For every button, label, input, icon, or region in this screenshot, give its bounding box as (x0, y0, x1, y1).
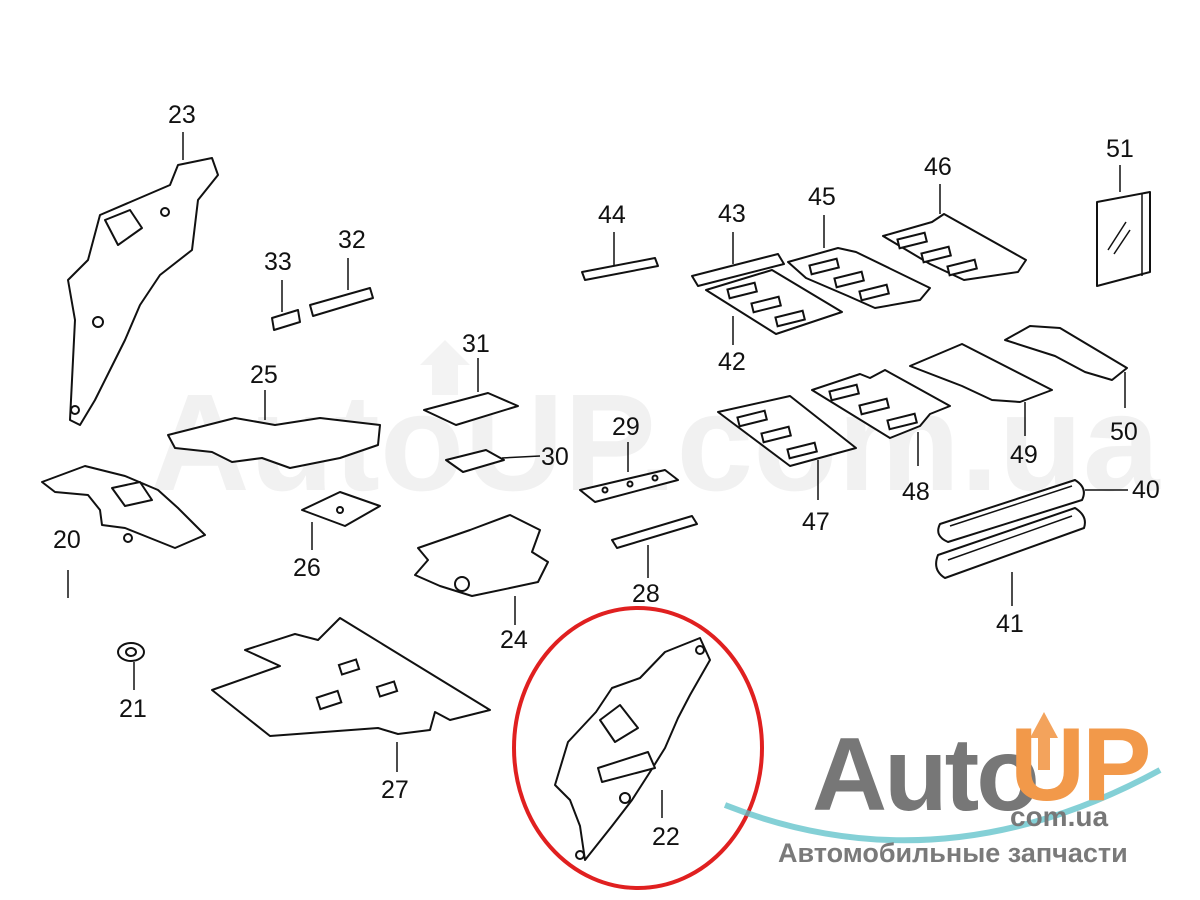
part-number-26: 26 (293, 554, 321, 582)
part-number-49: 49 (1010, 441, 1038, 469)
part-number-22: 22 (652, 823, 680, 851)
swoosh-icon (723, 767, 1162, 844)
part-46[interactable]: 46 (882, 153, 1027, 281)
part-47[interactable]: 47 (717, 395, 857, 536)
part-20[interactable]: 20 (41, 465, 206, 598)
part-number-20: 20 (53, 526, 81, 554)
part-number-32: 32 (338, 226, 366, 254)
part-43[interactable]: 43 (691, 200, 785, 287)
part-49[interactable]: 49 (909, 343, 1053, 469)
part-number-41: 41 (996, 610, 1024, 638)
part-27[interactable]: 27 (211, 617, 491, 804)
part-number-44: 44 (598, 201, 626, 229)
part-number-23: 23 (168, 101, 196, 129)
part-22[interactable]: 22 (554, 637, 711, 861)
part-50[interactable]: 50 (1004, 325, 1138, 446)
part-23[interactable]: 23 (67, 101, 219, 426)
part-number-25: 25 (250, 361, 278, 389)
part-29[interactable]: 29 (579, 413, 679, 503)
part-number-51: 51 (1106, 135, 1134, 163)
logo-up-text: UP (1010, 707, 1148, 823)
logo-tagline-text: Автомобильные запчасти (778, 838, 1128, 868)
part-number-21: 21 (119, 695, 147, 723)
part-number-31: 31 (462, 330, 490, 358)
part-25[interactable]: 25 (167, 361, 381, 469)
part-32[interactable]: 32 (309, 226, 374, 317)
logo-domain-text: com.ua (1010, 801, 1108, 832)
autoup-logo[interactable]: Auto UP com.ua Автомобильные запчасти (723, 707, 1162, 868)
part-number-50: 50 (1110, 418, 1138, 446)
part-26[interactable]: 26 (293, 491, 381, 582)
part-number-30: 30 (541, 443, 569, 471)
part-28[interactable]: 28 (611, 515, 698, 608)
part-51[interactable]: 51 (1096, 135, 1151, 287)
part-44[interactable]: 44 (581, 201, 659, 281)
part-number-47: 47 (802, 508, 830, 536)
part-24[interactable]: 24 (414, 514, 549, 654)
part-number-46: 46 (924, 153, 952, 181)
arrow-up-icon (1030, 712, 1058, 770)
part-number-40: 40 (1132, 476, 1160, 504)
highlight-circle (512, 606, 764, 890)
part-number-42: 42 (718, 348, 746, 376)
part-21[interactable]: 21 (117, 642, 147, 723)
part-number-27: 27 (381, 776, 409, 804)
part-41[interactable]: 41 (935, 507, 1086, 638)
part-number-48: 48 (902, 478, 930, 506)
part-31[interactable]: 31 (423, 330, 519, 426)
part-number-28: 28 (632, 580, 660, 608)
part-number-24: 24 (500, 626, 528, 654)
part-48[interactable]: 48 (811, 369, 951, 506)
part-number-45: 45 (808, 183, 836, 211)
part-30[interactable]: 30 (445, 443, 569, 473)
watermark-arrow-icon (420, 340, 470, 395)
part-40[interactable]: 40 (937, 476, 1160, 543)
part-33[interactable]: 33 (264, 248, 301, 331)
part-45[interactable]: 45 (787, 183, 931, 309)
part-number-43: 43 (718, 200, 746, 228)
logo-auto-text: Auto (812, 717, 1037, 833)
part-number-33: 33 (264, 248, 292, 276)
part-number-29: 29 (612, 413, 640, 441)
part-42[interactable]: 42 (705, 269, 843, 376)
